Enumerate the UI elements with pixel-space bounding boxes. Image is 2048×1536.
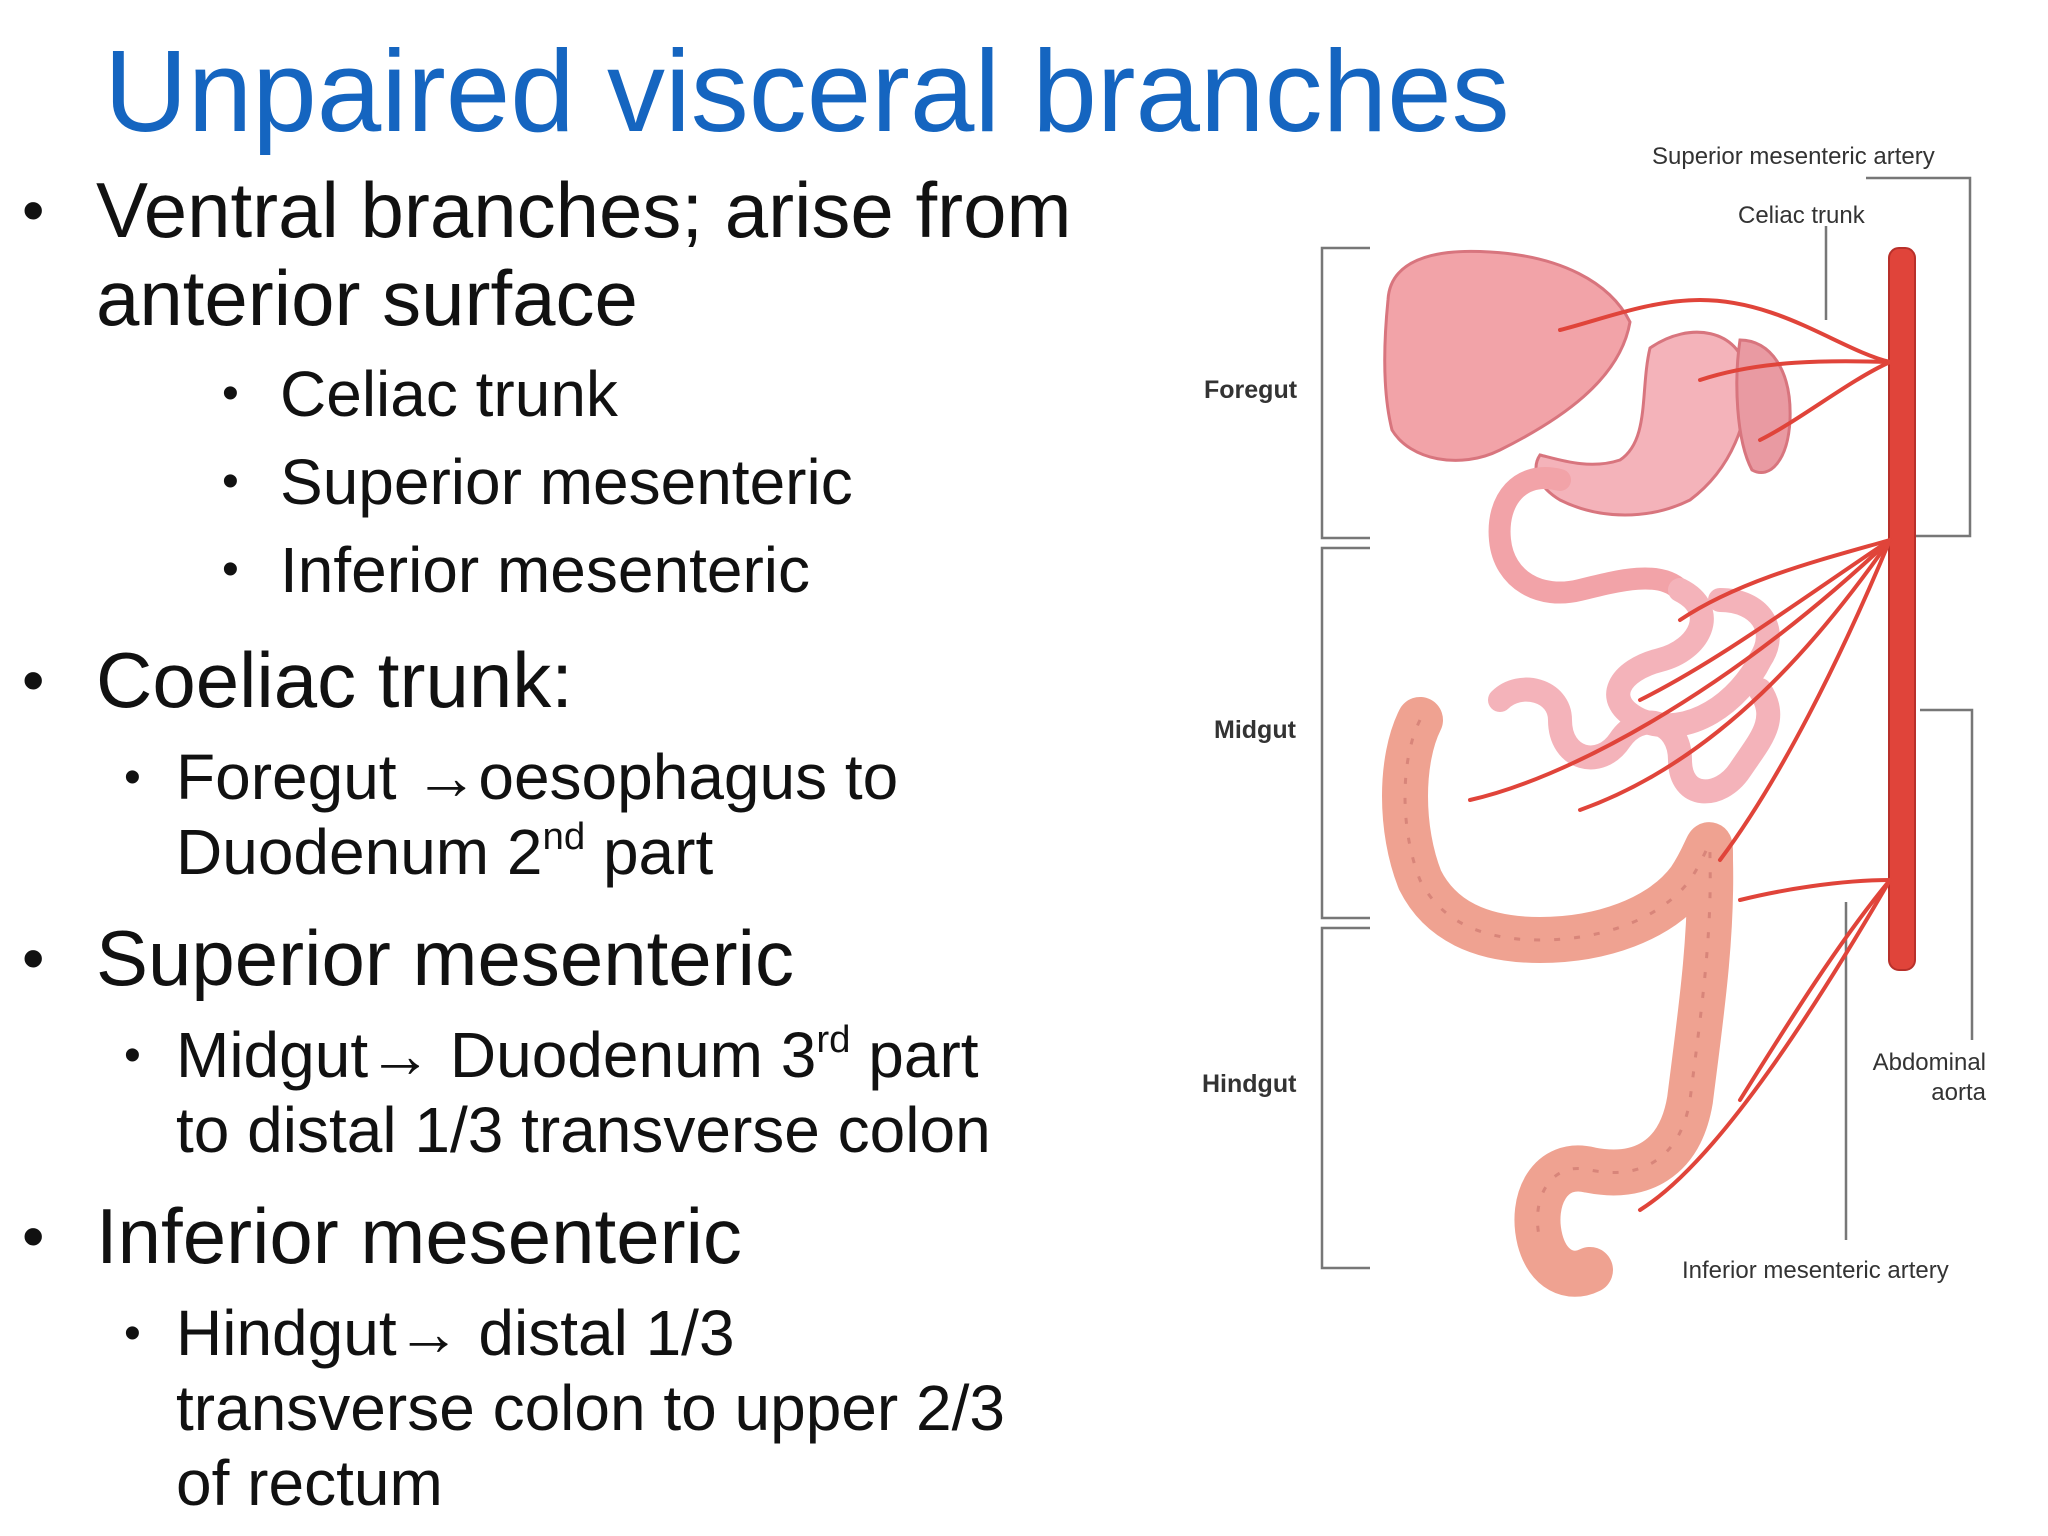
duodenum [1488, 467, 1691, 604]
bullet-text-post: distal 1/3 [460, 1297, 735, 1369]
sub-bullet-superior: Superior mesenteric [222, 438, 853, 526]
sub-bullet-hindgut: Hindgut→ distal 1/3 transverse colon to … [124, 1296, 1005, 1521]
sub-bullet-inferior: Inferior mesenteric [222, 526, 810, 614]
sma-label-line [1866, 176, 1972, 538]
aorta-label-line [1920, 708, 1974, 1040]
bullet-text: Superior mesenteric [280, 446, 853, 518]
midgut-bracket [1320, 546, 1370, 920]
arterial-branches [1468, 297, 1892, 1212]
colon [1382, 697, 1734, 1297]
celiac-branch [1558, 297, 1892, 364]
arrow-icon: → [414, 741, 479, 813]
sma-branch [1468, 538, 1892, 802]
label-aorta: aorta [1931, 1079, 1986, 1106]
bullet-text-line3: of rectum [176, 1447, 443, 1519]
bullet-inferior-mesenteric: Inferior mesenteric [22, 1192, 742, 1280]
label-superior-mesenteric-artery: Superior mesenteric artery [1652, 143, 1935, 170]
liver [1383, 249, 1632, 462]
bullet-text-pre: Midgut [176, 1019, 369, 1091]
bullet-text-post2: part [850, 1019, 979, 1091]
slide-title: Unpaired visceral branches [104, 26, 1510, 156]
bullet-text: Celiac trunk [280, 358, 618, 430]
label-foregut: Foregut [1204, 376, 1298, 404]
region-brackets [1320, 176, 1974, 1270]
label-hindgut: Hindgut [1202, 1070, 1297, 1098]
gut-arteries-diagram: Superior mesenteric artery Celiac trunk … [1202, 143, 1987, 1297]
bullet-text: Ventral branches; arise from [96, 166, 1072, 254]
bullet-text-line2: to distal 1/3 transverse colon [176, 1094, 991, 1166]
sma-branch [1638, 538, 1892, 702]
celiac-branch [1698, 359, 1892, 382]
bullet-text-pre: Hindgut [176, 1297, 397, 1369]
foregut-bracket [1320, 246, 1370, 540]
arrow-icon: → [396, 1297, 461, 1369]
label-abdominal: Abdominal [1873, 1049, 1986, 1076]
colon-haustra [1403, 719, 1712, 1241]
label-celiac-trunk: Celiac trunk [1738, 202, 1866, 229]
bullet-text-line2: transverse colon to upper 2/3 [176, 1372, 1005, 1444]
bullet-text: Coeliac trunk: [96, 636, 573, 724]
celiac-branch [1758, 360, 1892, 442]
sub-bullet-foregut: Foregut →oesophagus to Duodenum 2nd part [124, 740, 898, 890]
abdominal-aorta [1888, 247, 1916, 971]
bullet-text: Inferior mesenteric [96, 1192, 742, 1280]
bullet-ventral-branches: Ventral branches; arise from anterior su… [22, 166, 1071, 342]
bullet-text-line2: Duodenum 2 [176, 816, 543, 888]
bullet-superior-mesenteric: Superior mesenteric [22, 914, 794, 1002]
label-inferior-mesenteric-artery: Inferior mesenteric artery [1682, 1257, 1949, 1284]
ima-branch [1738, 878, 1892, 1102]
bullet-text-continued: anterior surface [96, 254, 638, 342]
sub-bullet-celiac: Celiac trunk [222, 350, 618, 438]
bullet-text-pre: Foregut [176, 741, 415, 813]
bullet-text-post: Duodenum 3 [432, 1019, 817, 1091]
bullet-text-line2-post: part [585, 816, 714, 888]
sub-bullet-midgut: Midgut→ Duodenum 3rd part to distal 1/3 … [124, 1018, 991, 1168]
sma-branch [1718, 538, 1892, 862]
ima-branch [1738, 878, 1892, 902]
sma-branch [1578, 538, 1892, 812]
bullet-text: Superior mesenteric [96, 914, 794, 1002]
superscript: nd [542, 815, 586, 859]
label-midgut: Midgut [1214, 716, 1297, 744]
spleen [1735, 338, 1792, 474]
bullet-coeliac-trunk: Coeliac trunk: [22, 636, 573, 724]
small-intestine [1488, 578, 1781, 804]
sma-branch [1678, 538, 1892, 622]
arrow-icon: → [368, 1019, 433, 1091]
ima-branch [1638, 878, 1892, 1212]
superscript: rd [816, 1018, 851, 1062]
hindgut-bracket [1320, 926, 1370, 1270]
bullet-text: Inferior mesenteric [280, 534, 810, 606]
bullet-text-post: oesophagus to [478, 741, 899, 813]
